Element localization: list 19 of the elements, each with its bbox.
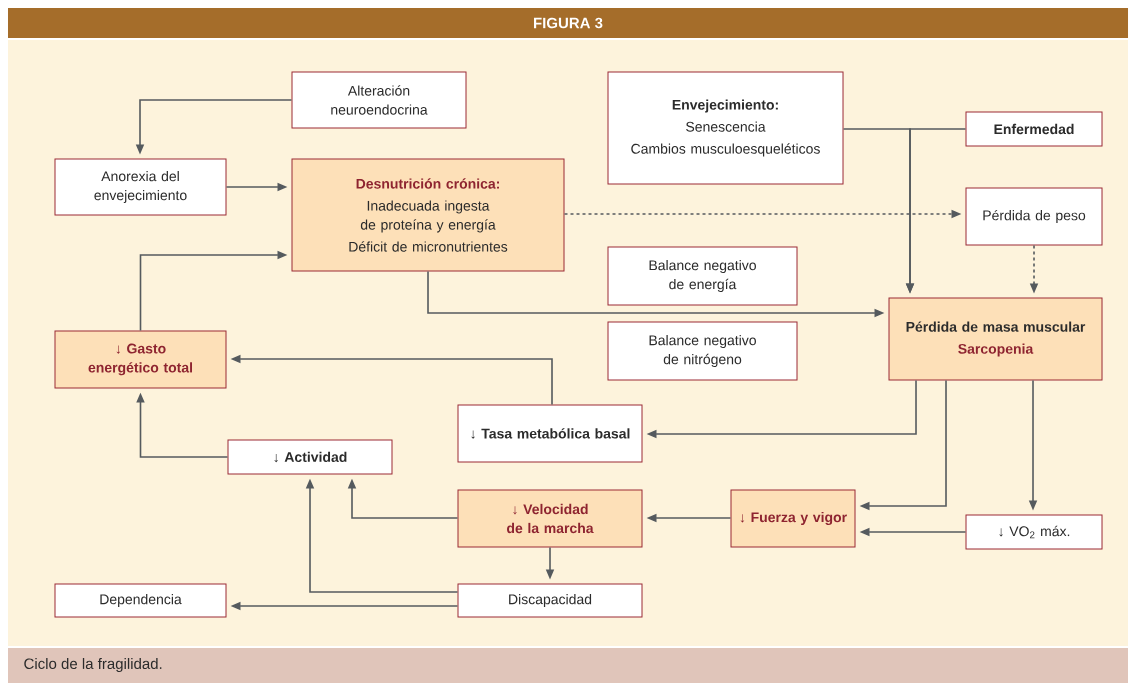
process-box: Enfermedad — [965, 111, 1103, 147]
process-box: ↓ Actividad — [227, 439, 393, 475]
process-box: ↓ Tasa metabólica basal — [457, 404, 643, 463]
process-box: ↓ Gasto energético total — [54, 330, 227, 389]
process-box: Desnutrición crónica: Inadecuada ingesta de proteína y energía Déficit de micronutrientes — [291, 158, 565, 272]
process-box: Balance negativo de energía — [607, 246, 798, 306]
title-banner: FIGURA 3 — [8, 8, 1128, 38]
process-box: Balance negativo de nitrógeno — [607, 321, 798, 381]
process-box: Dependencia — [54, 583, 227, 618]
process-box: Alteración neuroendocrina — [291, 71, 467, 129]
caption-band: Ciclo de la fragilidad. — [8, 648, 1128, 683]
process-box: Anorexia del envejecimiento — [54, 158, 227, 216]
process-box: ↓ VO$_{2}$ máx. — [965, 514, 1103, 550]
process-box: ↓ Fuerza y vigor — [730, 489, 856, 548]
process-box: Pérdida de peso — [965, 187, 1103, 246]
process-box: ↓ Velocidad de la marcha — [457, 489, 643, 548]
process-box: Pérdida de masa muscular Sarcopenia — [888, 297, 1103, 381]
process-box: Discapacidad — [457, 583, 643, 618]
process-box: Envejecimiento: Senescencia Cambios musculoesqueléticos — [607, 71, 844, 185]
